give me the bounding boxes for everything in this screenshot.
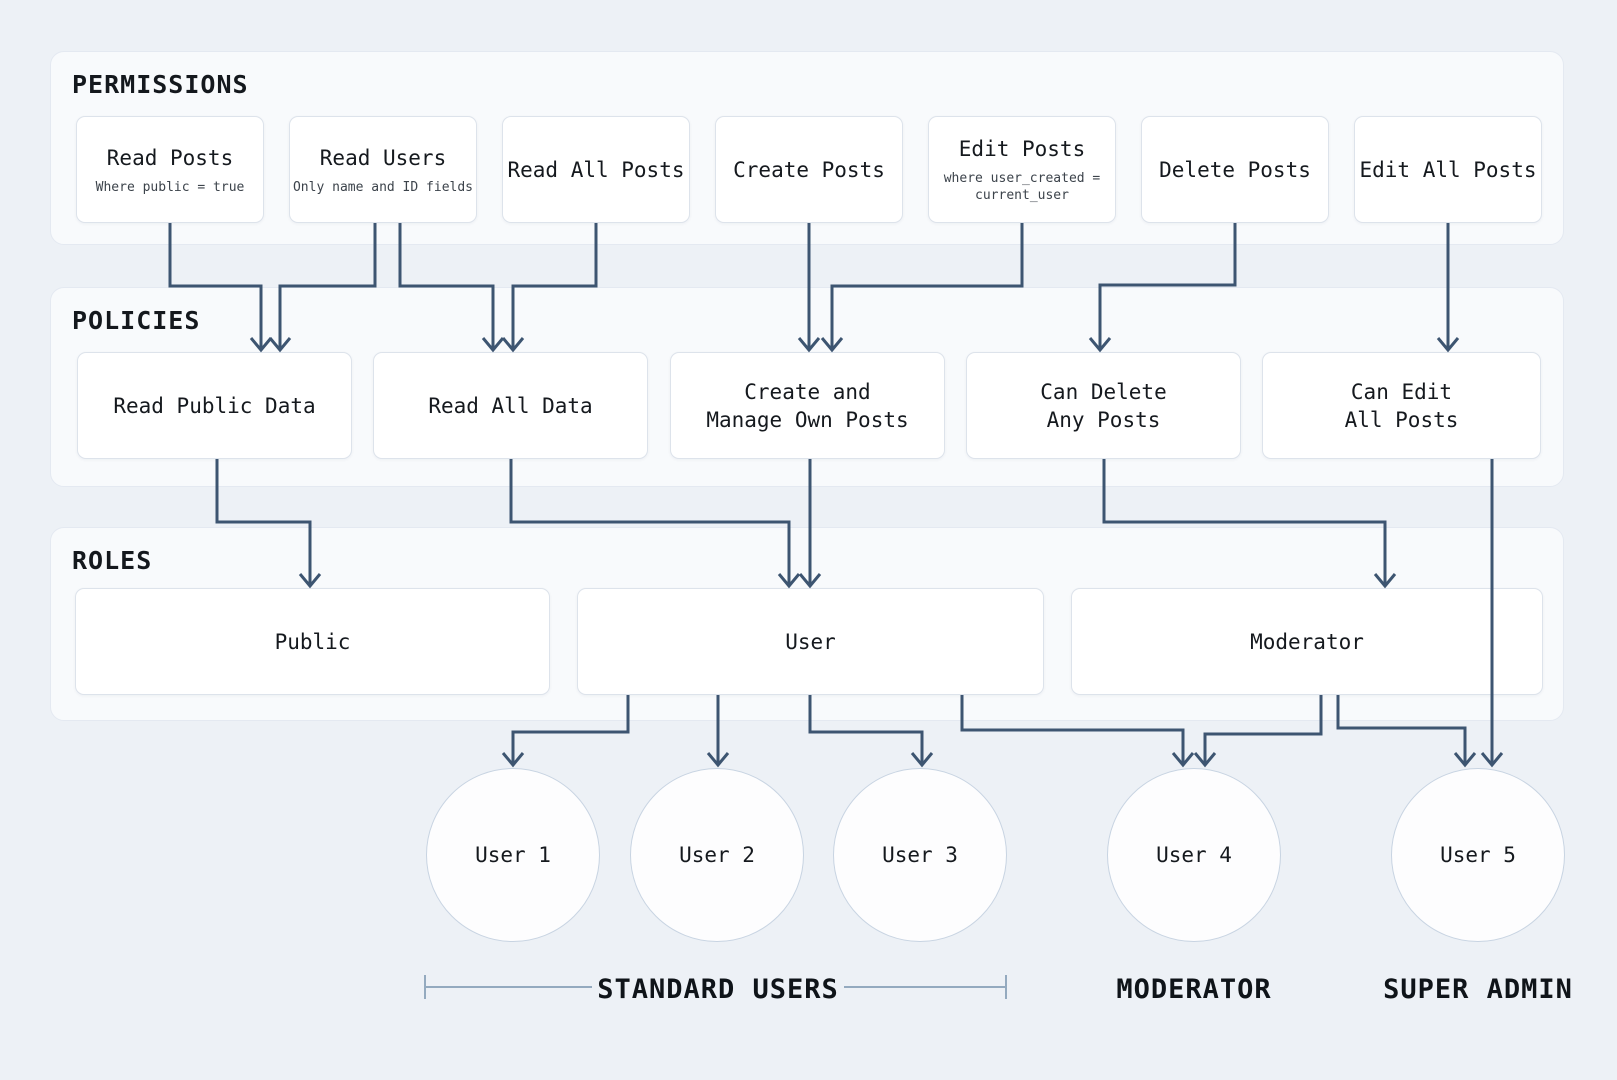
role-label: User (785, 629, 836, 654)
user-label: User 1 (475, 843, 551, 867)
policy-card-read-public-data: Read Public Data (77, 352, 352, 459)
permissions-title: PERMISSIONS (72, 70, 249, 99)
permission-card-read-posts: Read Posts Where public = true (76, 116, 264, 223)
role-label: Moderator (1250, 629, 1364, 654)
policy-card-can-delete-any-posts: Can Delete Any Posts (966, 352, 1241, 459)
role-card-public: Public (75, 588, 550, 695)
policy-card-create-manage-own-posts: Create and Manage Own Posts (670, 352, 945, 459)
user-circle-2: User 2 (630, 768, 804, 942)
group-label-standard-users: STANDARD USERS (597, 974, 839, 1005)
user-label: User 5 (1440, 843, 1516, 867)
roles-title: ROLES (72, 546, 153, 575)
user-label: User 3 (882, 843, 958, 867)
role-card-moderator: Moderator (1071, 588, 1543, 695)
policy-label: Can Delete Any Posts (1040, 379, 1167, 432)
permission-card-edit-all-posts: Edit All Posts (1354, 116, 1542, 223)
permission-card-read-users: Read Users Only name and ID fields (289, 116, 477, 223)
permission-sublabel: where user_created = current_user (943, 171, 1101, 203)
group-label-moderator: MODERATOR (1116, 974, 1272, 1005)
permission-card-edit-posts: Edit Posts where user_created = current_… (928, 116, 1116, 223)
permission-label: Read All Posts (507, 157, 685, 182)
user-circle-5: User 5 (1391, 768, 1565, 942)
permission-label: Create Posts (733, 157, 885, 182)
permission-card-create-posts: Create Posts (715, 116, 903, 223)
user-label: User 2 (679, 843, 755, 867)
permission-label: Read Users (319, 145, 447, 170)
user-circle-3: User 3 (833, 768, 1007, 942)
permission-label: Edit Posts (958, 137, 1086, 161)
policy-label: Can Edit All Posts (1344, 379, 1459, 432)
role-label: Public (274, 629, 351, 654)
permission-sublabel: Only name and ID fields (292, 179, 473, 195)
policy-card-can-edit-all-posts: Can Edit All Posts (1262, 352, 1541, 459)
role-card-user: User (577, 588, 1044, 695)
policy-label: Read All Data (428, 393, 593, 418)
policies-title: POLICIES (72, 306, 201, 335)
user-circle-4: User 4 (1107, 768, 1281, 942)
permission-card-delete-posts: Delete Posts (1141, 116, 1329, 223)
policy-label: Read Public Data (113, 393, 316, 418)
permission-label: Delete Posts (1159, 157, 1311, 182)
permission-label: Edit All Posts (1359, 157, 1537, 182)
policy-label: Create and Manage Own Posts (706, 379, 909, 432)
user-circle-1: User 1 (426, 768, 600, 942)
group-label-super-admin: SUPER ADMIN (1383, 974, 1573, 1005)
user-label: User 4 (1156, 843, 1232, 867)
permission-card-read-all-posts: Read All Posts (502, 116, 690, 223)
permission-label: Read Posts (106, 145, 234, 170)
policy-card-read-all-data: Read All Data (373, 352, 648, 459)
permission-sublabel: Where public = true (95, 179, 245, 195)
